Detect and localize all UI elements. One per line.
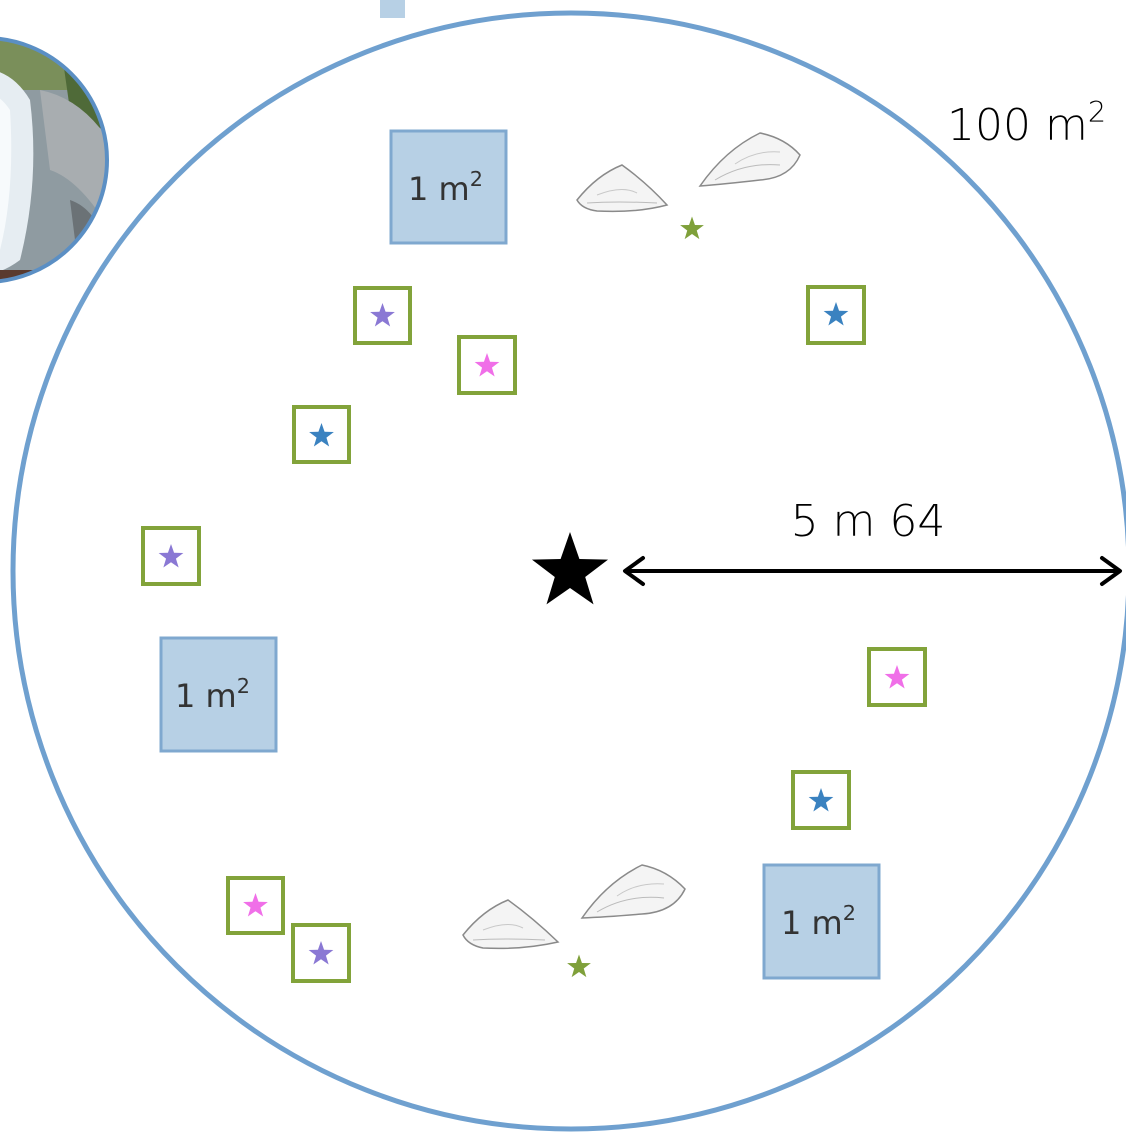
quadrat: 1 m2	[389, 129, 508, 245]
subplot	[353, 286, 412, 345]
shoe-icon	[462, 899, 560, 950]
svg-text:1 m2: 1 m2	[781, 901, 856, 942]
photo-thumbnail	[0, 38, 107, 282]
radius-label: 5 m 64	[791, 496, 946, 547]
subplot	[791, 770, 851, 830]
subplot	[292, 405, 351, 464]
shoe-icon	[580, 864, 686, 919]
subplot	[226, 876, 285, 935]
svg-text:1 m2: 1 m2	[408, 167, 483, 208]
quadrat: 1 m2	[762, 863, 881, 980]
subplot	[457, 335, 517, 395]
plot-area-label: 100 m2	[947, 95, 1106, 151]
subplot	[291, 923, 351, 983]
green-star-icon	[567, 954, 591, 978]
shoe-icon	[576, 164, 669, 213]
plot-circle	[10, 10, 1126, 1132]
radius-arrow	[623, 556, 1122, 586]
subplot	[806, 285, 866, 345]
title-fragment	[380, 0, 405, 18]
subplot	[141, 526, 201, 586]
green-star-icon	[680, 216, 704, 240]
photo-thumbnail-border	[0, 36, 109, 284]
shoe-icon	[698, 132, 801, 187]
svg-text:1 m2: 1 m2	[175, 674, 250, 715]
center-star-icon	[531, 532, 609, 605]
quadrat: 1 m2	[159, 636, 278, 753]
subplot	[867, 647, 927, 707]
